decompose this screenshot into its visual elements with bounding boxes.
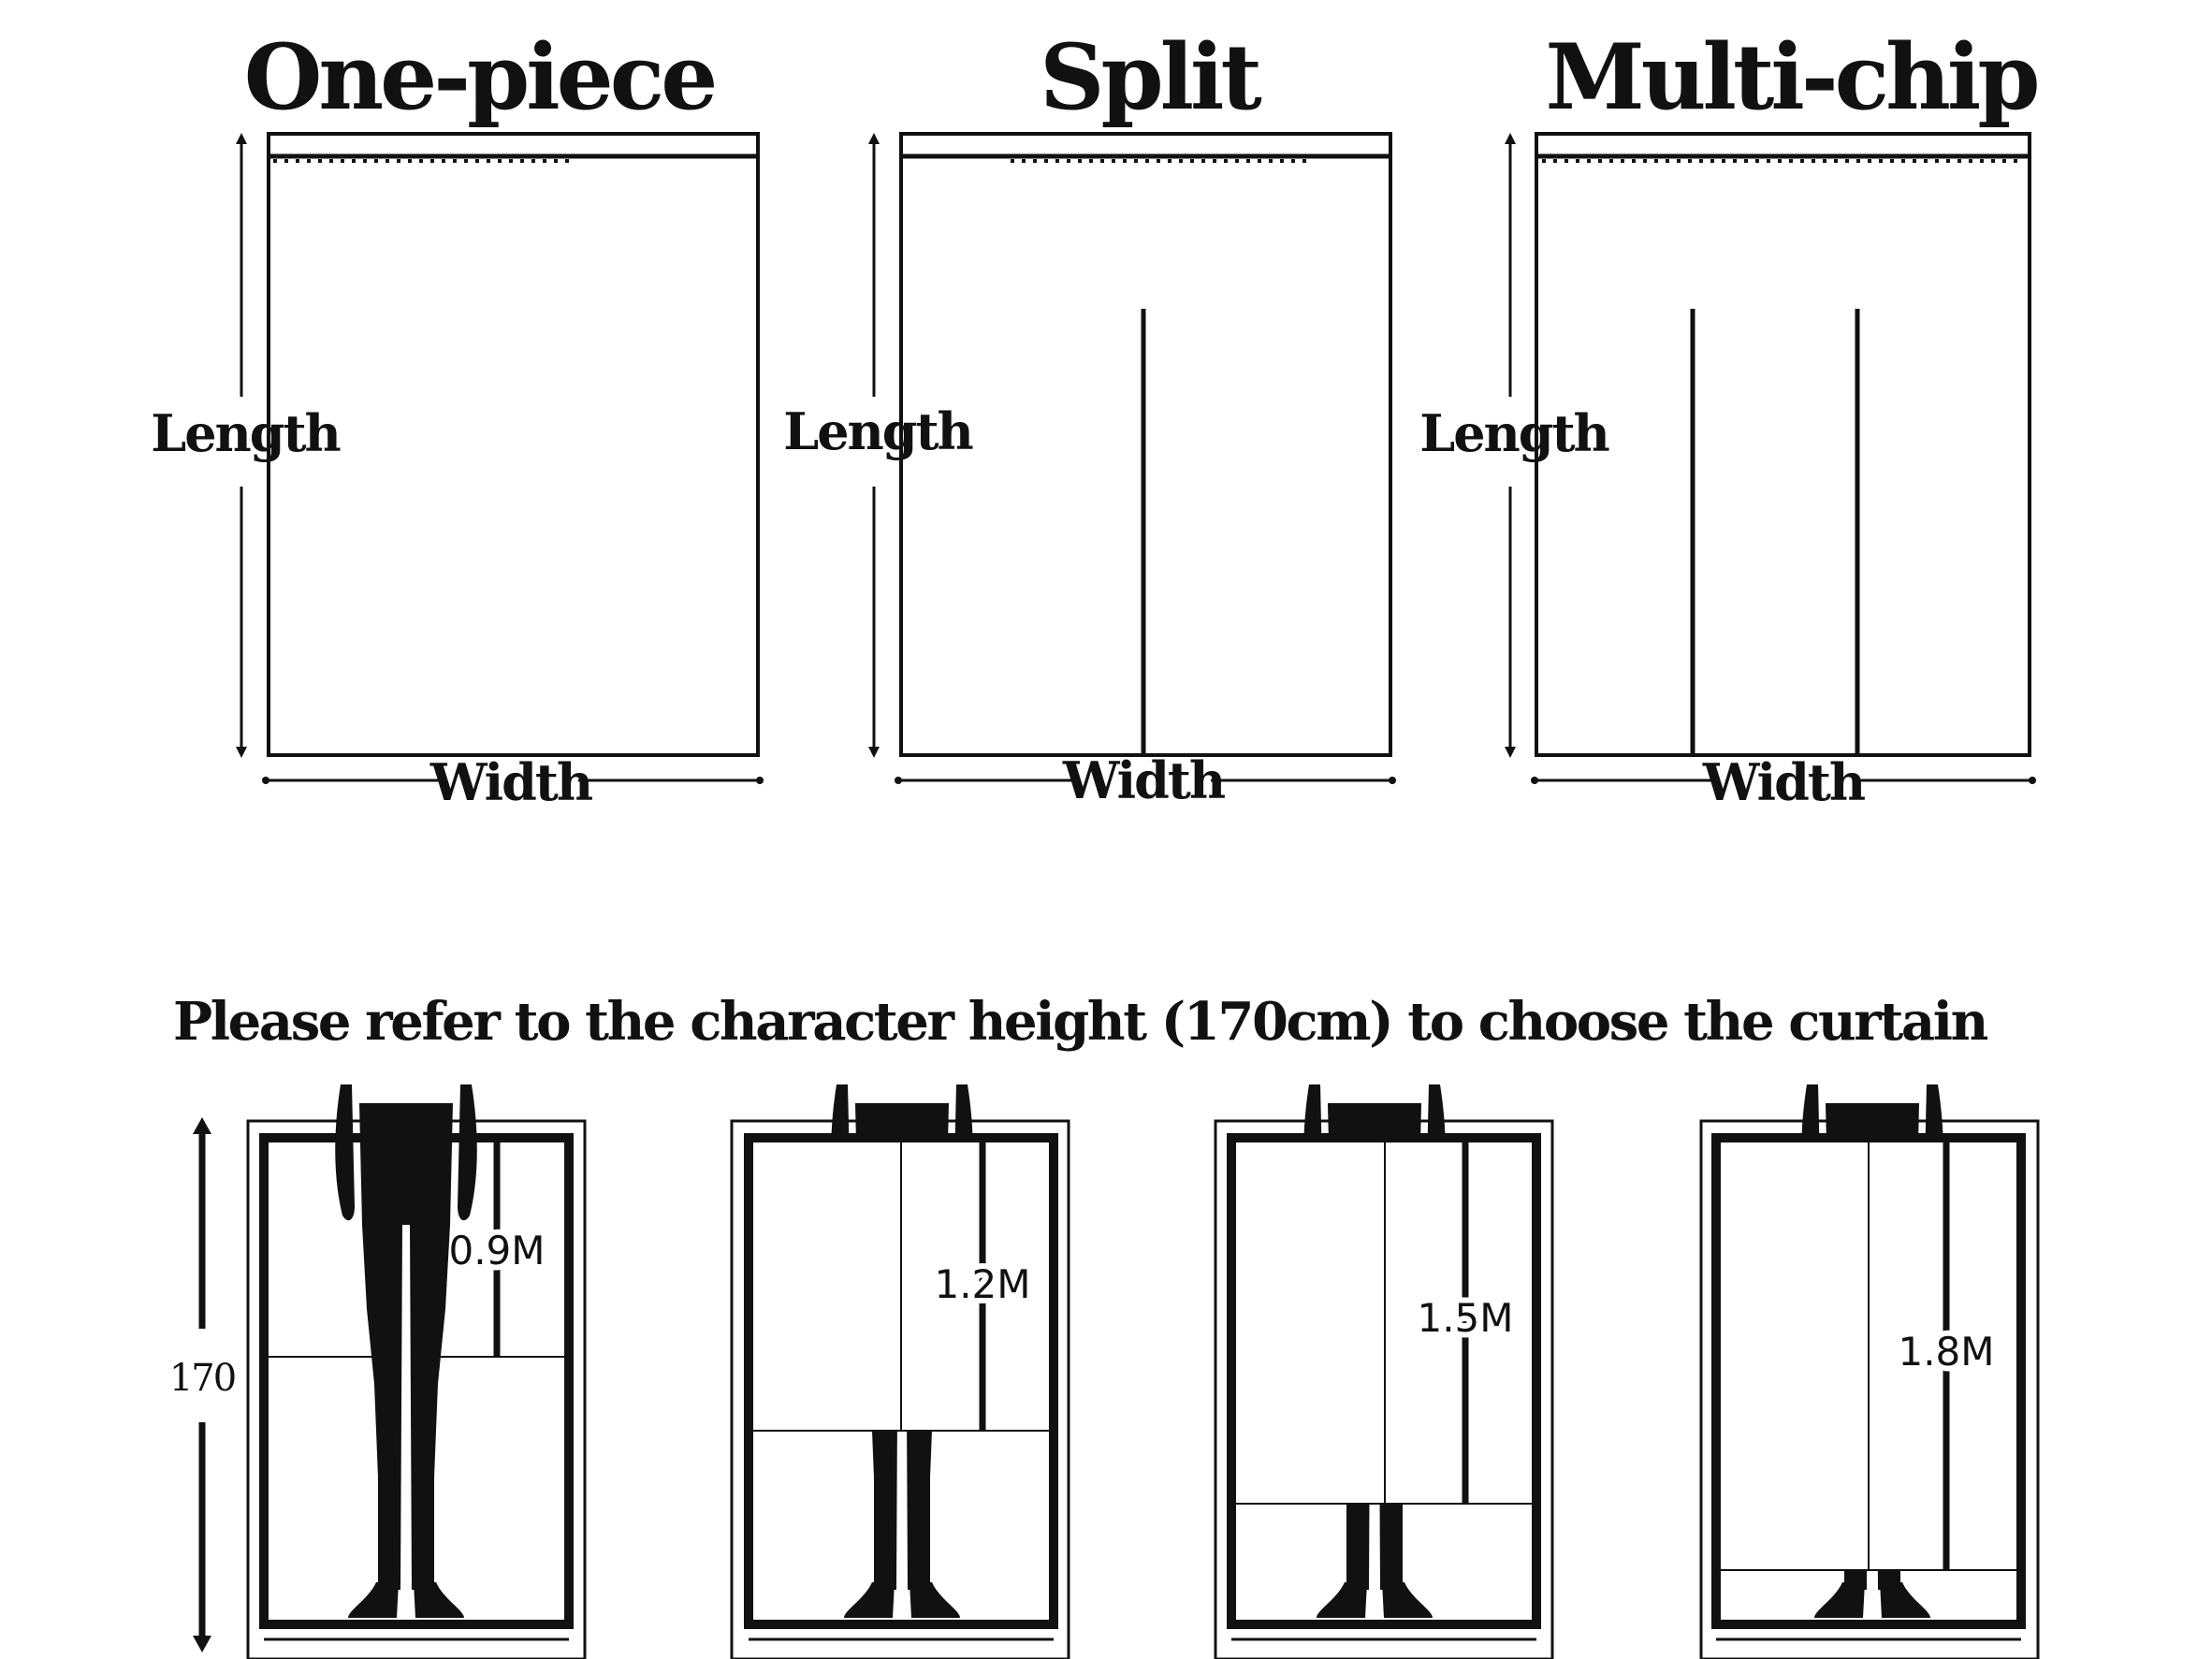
curtain-type-split: Split Length Width: [783, 24, 1396, 810]
length-panel-1.5m: 1.5M: [1214, 1084, 1554, 1659]
length-panel-1.2m: 1.2M: [730, 1084, 1070, 1659]
curtain-length-label: 1.8M: [1898, 1329, 1994, 1375]
curtain-type-title: Split: [1040, 24, 1261, 130]
length-label: Length: [1419, 403, 1609, 463]
curtain-type-title: One-piece: [244, 24, 715, 130]
length-dimension: Length: [151, 133, 343, 758]
curtain-type-one-piece: One-piece Length Width: [151, 24, 764, 812]
height-scale-label: 170: [169, 1357, 235, 1400]
width-label: Width: [429, 752, 593, 812]
curtain-length-label: 1.5M: [1417, 1295, 1513, 1341]
width-dimension: Width: [262, 752, 764, 812]
person-silhouette: [335, 1084, 477, 1618]
curtain-type-title: Multi-chip: [1545, 24, 2037, 130]
width-label: Width: [1702, 752, 1866, 812]
curtain-length-label: 1.2M: [934, 1261, 1030, 1307]
length-label: Length: [783, 401, 973, 461]
reference-heading: Please refer to the character height (17…: [173, 991, 1988, 1053]
height-scale: 170: [169, 1117, 237, 1652]
width-label: Width: [1062, 750, 1226, 810]
width-dimension: Width: [1531, 752, 2036, 812]
length-label: Length: [151, 403, 341, 463]
length-panel-0.9m: 0.9M: [246, 1084, 587, 1659]
length-dimension: Length: [1419, 133, 1612, 758]
length-panel-1.8m: 1.8M: [1699, 1084, 2040, 1659]
length-dimension: Length: [783, 133, 976, 758]
curtain-type-multi-chip: Multi-chip Length Width: [1419, 24, 2041, 812]
curtain-length-label: 0.9M: [448, 1228, 545, 1273]
width-dimension: Width: [895, 750, 1396, 810]
